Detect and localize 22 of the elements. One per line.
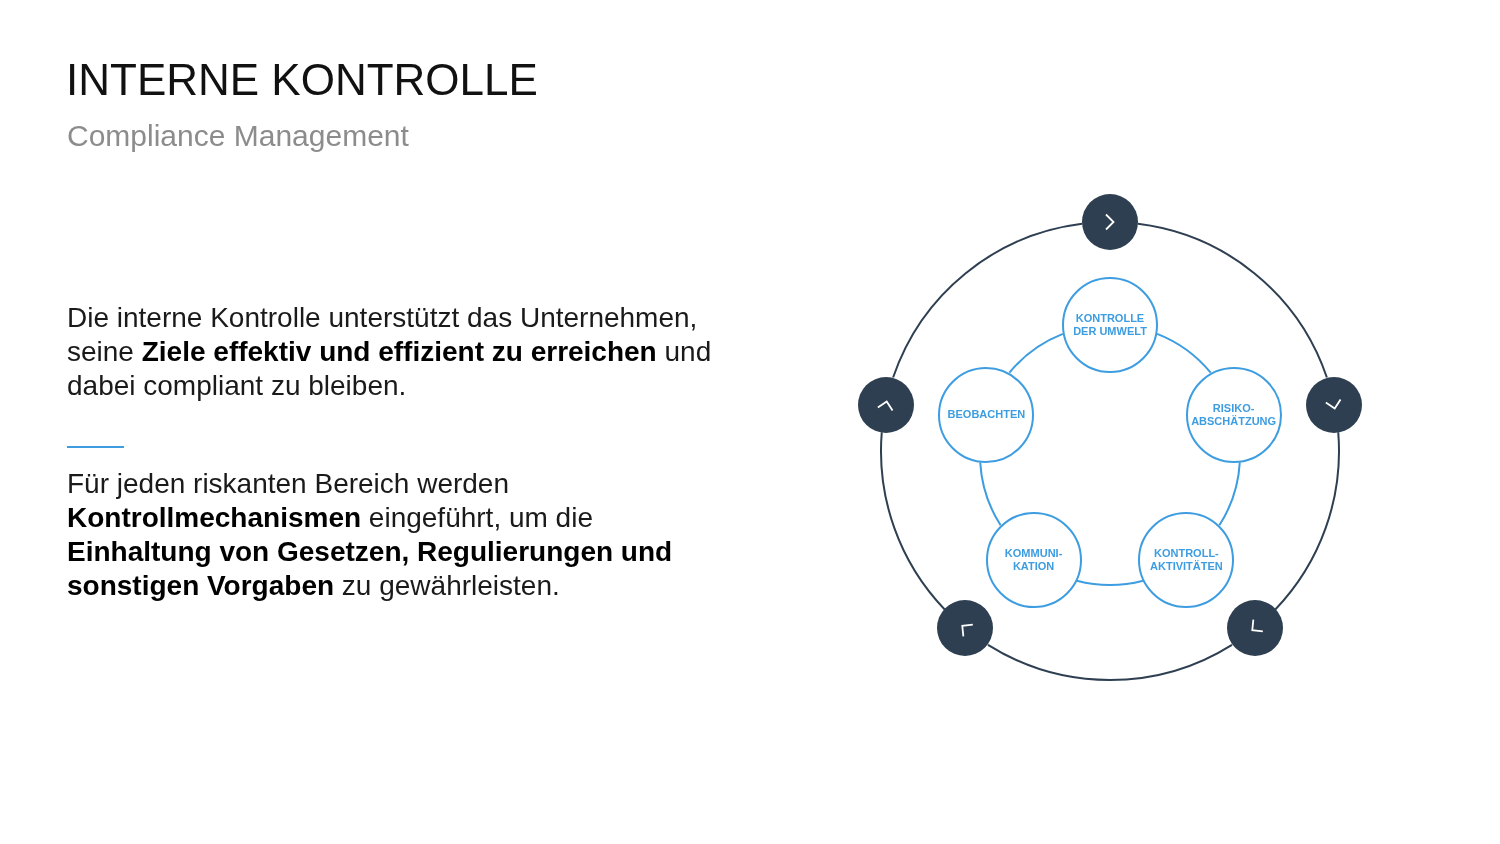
node-label: RISIKO- ABSCHÄTZUNG <box>1190 401 1278 428</box>
step-disc <box>1082 194 1138 250</box>
slide-subtitle: Compliance Management <box>67 118 409 154</box>
connector-arc <box>892 222 1084 379</box>
body-paragraph: Die interne Kontrolle unterstützt das Unternehmen, seine Ziele effektiv und effizient zu erreichen und dabei compliant zu bleiben. <box>67 301 713 403</box>
connector-arc <box>1136 222 1328 379</box>
connector-arc <box>1008 332 1064 374</box>
connector-arc <box>1274 431 1340 611</box>
connector-arc <box>1075 579 1145 586</box>
connector-arc <box>979 461 1002 527</box>
node-label: BEOBACHTEN <box>947 408 1026 422</box>
connector-arc <box>880 431 946 611</box>
node-label: KONTROLLE DER UMWELT <box>1072 312 1148 338</box>
slide-title: INTERNE KONTROLLE <box>66 54 538 106</box>
body-paragraph: Für jeden riskanten Bereich werden Kontrollmechanismen eingeführt, um die Einhaltung von Gesetzen, Regulierungen und sonstigen Vorgaben zu gewährleisten. <box>67 467 674 603</box>
connector-arc <box>987 643 1233 681</box>
connector-arc <box>1156 332 1212 374</box>
node-label: KONTROLL- AKTIVITÄTEN <box>1149 547 1224 574</box>
node-label: KOMMUNI- KATION <box>1003 547 1064 574</box>
connector-arc <box>1218 461 1241 527</box>
step-disc <box>937 600 994 657</box>
step-disc <box>1226 600 1283 657</box>
